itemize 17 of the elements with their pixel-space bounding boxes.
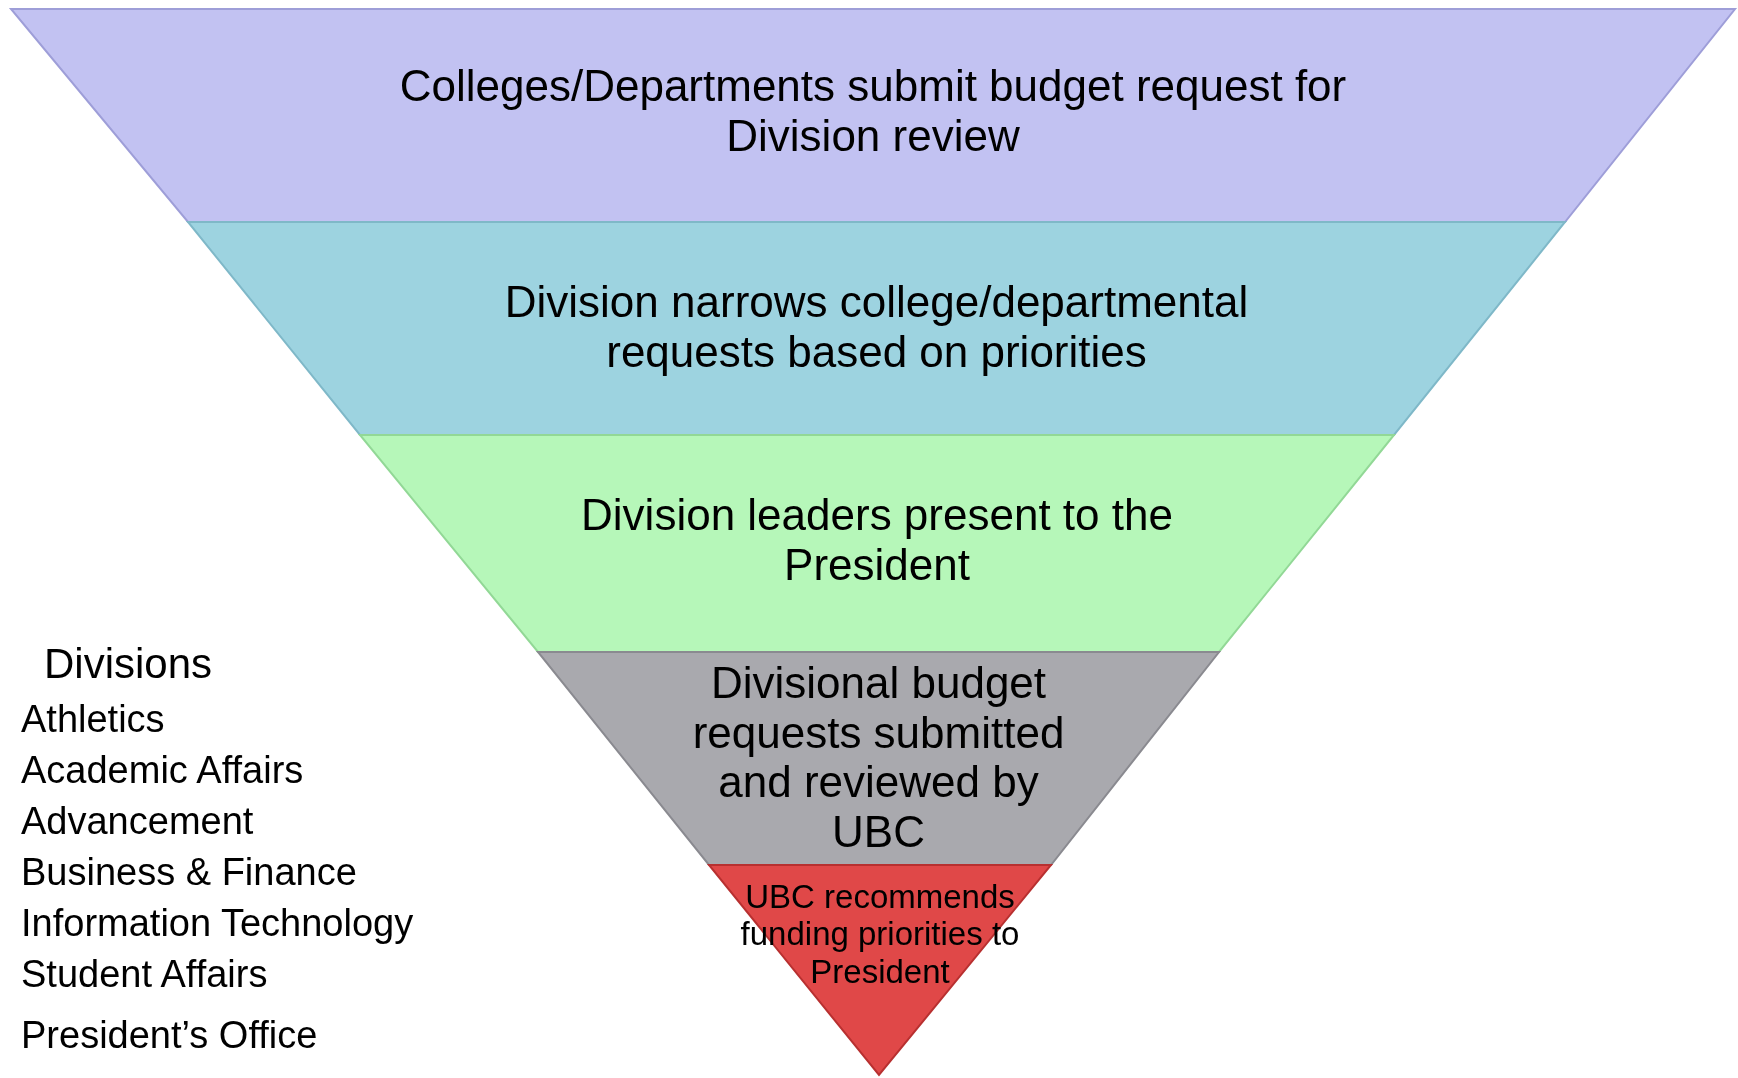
list-item: Information Technology — [21, 902, 414, 945]
list-item: Advancement — [21, 800, 254, 843]
funnel-band — [538, 652, 1219, 865]
funnel-band — [360, 435, 1394, 652]
funnel-band — [188, 222, 1565, 435]
list-item: President’s Office — [21, 1014, 318, 1057]
step-text: Colleges/Departments submit budget request for Division review — [398, 61, 1348, 161]
list-heading: Divisions — [44, 640, 213, 688]
list-item: Student Affairs — [21, 953, 268, 996]
step-text: Division leaders present to the President — [580, 490, 1174, 590]
list-item: Business & Finance — [21, 851, 357, 894]
step-text: Division narrows college/departmental requests based on priorities — [503, 277, 1250, 377]
step-text: Divisional budget requests submitted and reviewed by UBC — [691, 658, 1066, 857]
funnel-tip — [709, 865, 1051, 1075]
list-item: Athletics — [21, 698, 165, 741]
list-item: Academic Affairs — [21, 749, 304, 792]
funnel-band — [11, 9, 1735, 222]
